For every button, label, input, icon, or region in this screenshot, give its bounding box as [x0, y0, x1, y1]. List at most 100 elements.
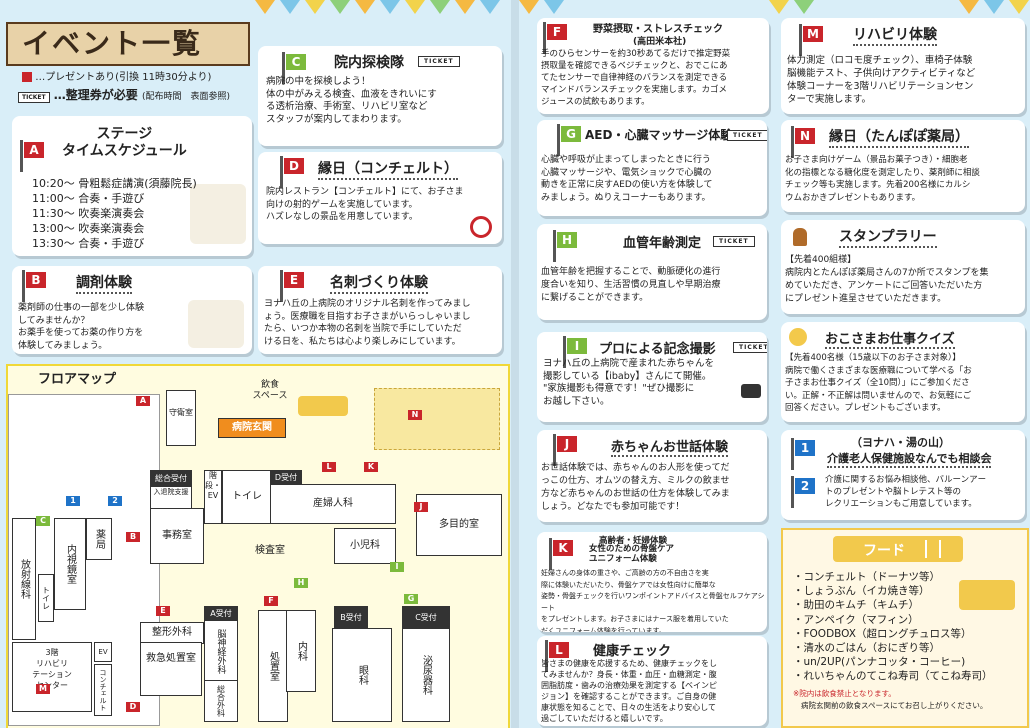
food-section: フード ・コンチェルト（ドーナツ等） ・しょうぶん（イカ焼き等） ・助田のキムチ… — [781, 528, 1029, 728]
flag-a: A — [20, 140, 44, 172]
card-k-subtitle: 女性のための骨盤ケア ユニフォーム体験 — [589, 544, 675, 564]
card-b-body: 薬剤師の仕事の一部を少し体験 してみませんか？ お薬手を使ってお薬の作り方を 体… — [18, 303, 145, 351]
flag-1: 1 — [791, 438, 815, 470]
food-note-2: 病院玄関前の飲食スペースにてお召し上がりください。 — [801, 701, 988, 710]
food-list: ・コンチェルト（ドーナツ等） ・しょうぶん（イカ焼き等） ・助田のキムチ（キムチ… — [793, 571, 993, 683]
lightbulb-icon — [789, 328, 807, 346]
card-d-concerto: D 縁日（コンチェルト） 院内レストラン【コンチェルト】にて、お子さま 向けの射… — [258, 152, 502, 244]
food-note-1: ※院内は飲食禁止となります。 — [793, 689, 896, 698]
cutlery-icon — [925, 540, 941, 558]
room-pediatrics: 小児科 — [334, 528, 396, 564]
card-h-vascular: H 血管年齢測定 TICKET 血管年齢を把握することで、動脈硬化の進行 度合い… — [537, 224, 767, 320]
page-title: イベント一覧 — [22, 27, 203, 60]
ticket-icon: TICKET — [713, 236, 755, 247]
marker-e: E — [156, 606, 170, 616]
people-illustration — [190, 184, 246, 244]
tent-illustration — [374, 388, 500, 450]
card-i-title: プロによる記念撮影 — [599, 342, 716, 357]
room-radiology: 放射線科 — [12, 518, 36, 640]
room-admission: 入退院支援 — [150, 486, 192, 510]
room-guard: 守衛室 — [166, 390, 196, 446]
card-a-stage: A ステージ タイムスケジュール — [12, 116, 252, 256]
marker-g: G — [404, 594, 418, 604]
flag-i: I — [563, 336, 587, 368]
target-icon — [470, 216, 492, 238]
room-pharmacy: 薬局 — [86, 518, 112, 560]
camera-icon — [741, 384, 761, 398]
food-title-banner — [833, 536, 963, 562]
room-ev: EV — [94, 642, 112, 662]
card-e-body: ヨナハ丘の上病院のオリジナル名刺を作ってみまし ょう。医療職を目指すお子さまがい… — [264, 299, 471, 347]
marker-j: J — [414, 502, 428, 512]
page-gutter — [511, 0, 519, 728]
room-emergency: 救急処置室 — [140, 642, 202, 696]
gift-icon — [22, 72, 32, 82]
stamp-rally-title: スタンプラリー — [839, 226, 937, 248]
card-f-title: 野菜摂取・ストレスチェック — [593, 24, 723, 35]
flag-l: L — [545, 640, 569, 672]
marker-m: M — [36, 684, 50, 694]
room-internal: 内科 — [286, 610, 316, 692]
room-c-reception: C受付 — [402, 606, 450, 630]
room-concerto: コンチェルト — [94, 664, 112, 716]
care-title-top: （ヨナハ・湯の山） — [851, 436, 950, 449]
ticket-icon: TICKET — [18, 92, 50, 103]
card-stamp-rally: スタンプラリー 【先着400組様】 病院内とたんぽぽ薬局さんの7か所でスタンプを… — [781, 220, 1025, 314]
room-general-surgery: 総合外科 — [204, 680, 238, 722]
card-n-title: 縁日（たんぽぽ薬局） — [829, 126, 969, 148]
stamp-icon — [793, 228, 807, 246]
room-obgyn: 産婦人科 — [270, 484, 396, 524]
card-f-vegetable: F 野菜摂取・ストレスチェック (高田米本社) 手のひらセンサーを約30秒あてる… — [537, 18, 769, 114]
card-l-body: 皆さまの健康を応援するため、健康チェックをし てみませんか？身長・体重・血圧・血… — [541, 659, 717, 723]
flag-b: B — [22, 270, 46, 302]
pharmacy-illustration — [188, 300, 244, 348]
card-h-body: 血管年齢を把握することで、動脈硬化の進行 度合いを知り、生活習慣の見直しや早期治… — [541, 267, 721, 303]
room-toilet: トイレ — [222, 470, 272, 524]
marker-1: 1 — [66, 496, 80, 506]
flag-k: K — [549, 538, 573, 570]
care-title: 介護老人保健施設なんでも相談会 — [827, 450, 992, 468]
card-m-body: 体力測定（ロコモ度チェック）、車椅子体験 脳機能テスト、子供向けアクティビティな… — [787, 55, 976, 105]
bunting-decoration — [255, 0, 500, 14]
card-l-title: 健康チェック — [593, 644, 672, 659]
room-exam: 検査室 — [255, 545, 285, 556]
food-space-label: 飲食 スペース — [252, 380, 288, 401]
card-e-title: 名刺づくり体験 — [330, 272, 428, 294]
marker-i: I — [390, 562, 404, 572]
room-treatment: 処置室 — [258, 610, 288, 722]
card-e-namecard: E 名刺づくり体験 ヨナハ丘の上病院のオリジナル名刺を作ってみまし ょう。医療職… — [258, 266, 502, 354]
card-f-body: 手のひらセンサーを約30秒あてるだけで推定野菜 摂取量を確認できるベジチェックと… — [541, 49, 731, 107]
ticket-icon: TICKET — [733, 342, 767, 353]
ticket-icon: TICKET — [418, 56, 460, 67]
card-h-title: 血管年齢測定 — [623, 236, 702, 251]
flag-2: 2 — [791, 476, 815, 508]
right-page: F 野菜摂取・ストレスチェック (高田米本社) 手のひらセンサーを約30秒あてる… — [519, 0, 1030, 728]
card-j-baby: J 赤ちゃんお世話体験 お世話体験では、赤ちゃんのお人形を使ってだ っこの仕方、… — [537, 430, 767, 522]
card-d-title: 縁日（コンチェルト） — [318, 158, 458, 180]
card-k-elderly: K 高齢者・妊婦体験 女性のための骨盤ケア ユニフォーム体験 妊婦さんの身体の重… — [537, 532, 767, 632]
kids-quiz-body: 【先着400名様（15歳以下のお子さま対象）】 病院で働くさまざまな医療職につい… — [785, 353, 972, 413]
stamp-rally-body: 【先着400組様】 病院内とたんぽぽ薬局さんの7か所でスタンプを集 めていただき… — [785, 255, 989, 304]
room-b-reception: B受付 — [334, 606, 368, 630]
marker-f: F — [264, 596, 278, 606]
flag-n: N — [791, 126, 815, 158]
room-floor3: 3階 リハビリ テーション センター — [12, 642, 92, 712]
room-multi: 多目的室 — [416, 494, 502, 556]
card-k-body: 妊婦さんの身体の重さや、ご高齢の方の不自由さを実 際に体験いただいたり、骨盤ケア… — [541, 569, 765, 632]
room-urology: 泌尿器科 — [402, 628, 450, 722]
marker-l: L — [322, 462, 336, 472]
marker-b: B — [126, 532, 140, 542]
title-banner — [6, 22, 250, 66]
floor-map: フロアマップ 守衛室 病院玄関 飲食 スペース 総合受付 入退院支援 階段・EV… — [6, 364, 510, 728]
card-i-photo: I プロによる記念撮影 TICKET ヨナハ丘の上病院で産まれた赤ちゃんを 撮影… — [537, 332, 767, 422]
flag-h: H — [553, 230, 577, 262]
flag-f: F — [543, 22, 567, 54]
food-truck-icon — [298, 396, 348, 416]
room-ophthalmology: 眼科 — [332, 628, 392, 722]
left-page: イベント一覧 …プレゼントあり(引換 11時30分より) TICKET …整理券… — [0, 0, 511, 728]
bunting-decoration — [519, 0, 1029, 14]
card-b-dispensing: B 調剤体験 薬剤師の仕事の一部を少し体験 してみませんか？ お薬手を使ってお薬… — [12, 266, 252, 354]
flag-g: G — [557, 124, 581, 156]
card-l-health: L 健康チェック 皆さまの健康を応援するため、健康チェックをし てみませんか？身… — [537, 636, 767, 726]
card-g-aed: G AED・心臓マッサージ体験 TICKET 心臓や呼吸が止まってしまったときに… — [537, 120, 767, 216]
